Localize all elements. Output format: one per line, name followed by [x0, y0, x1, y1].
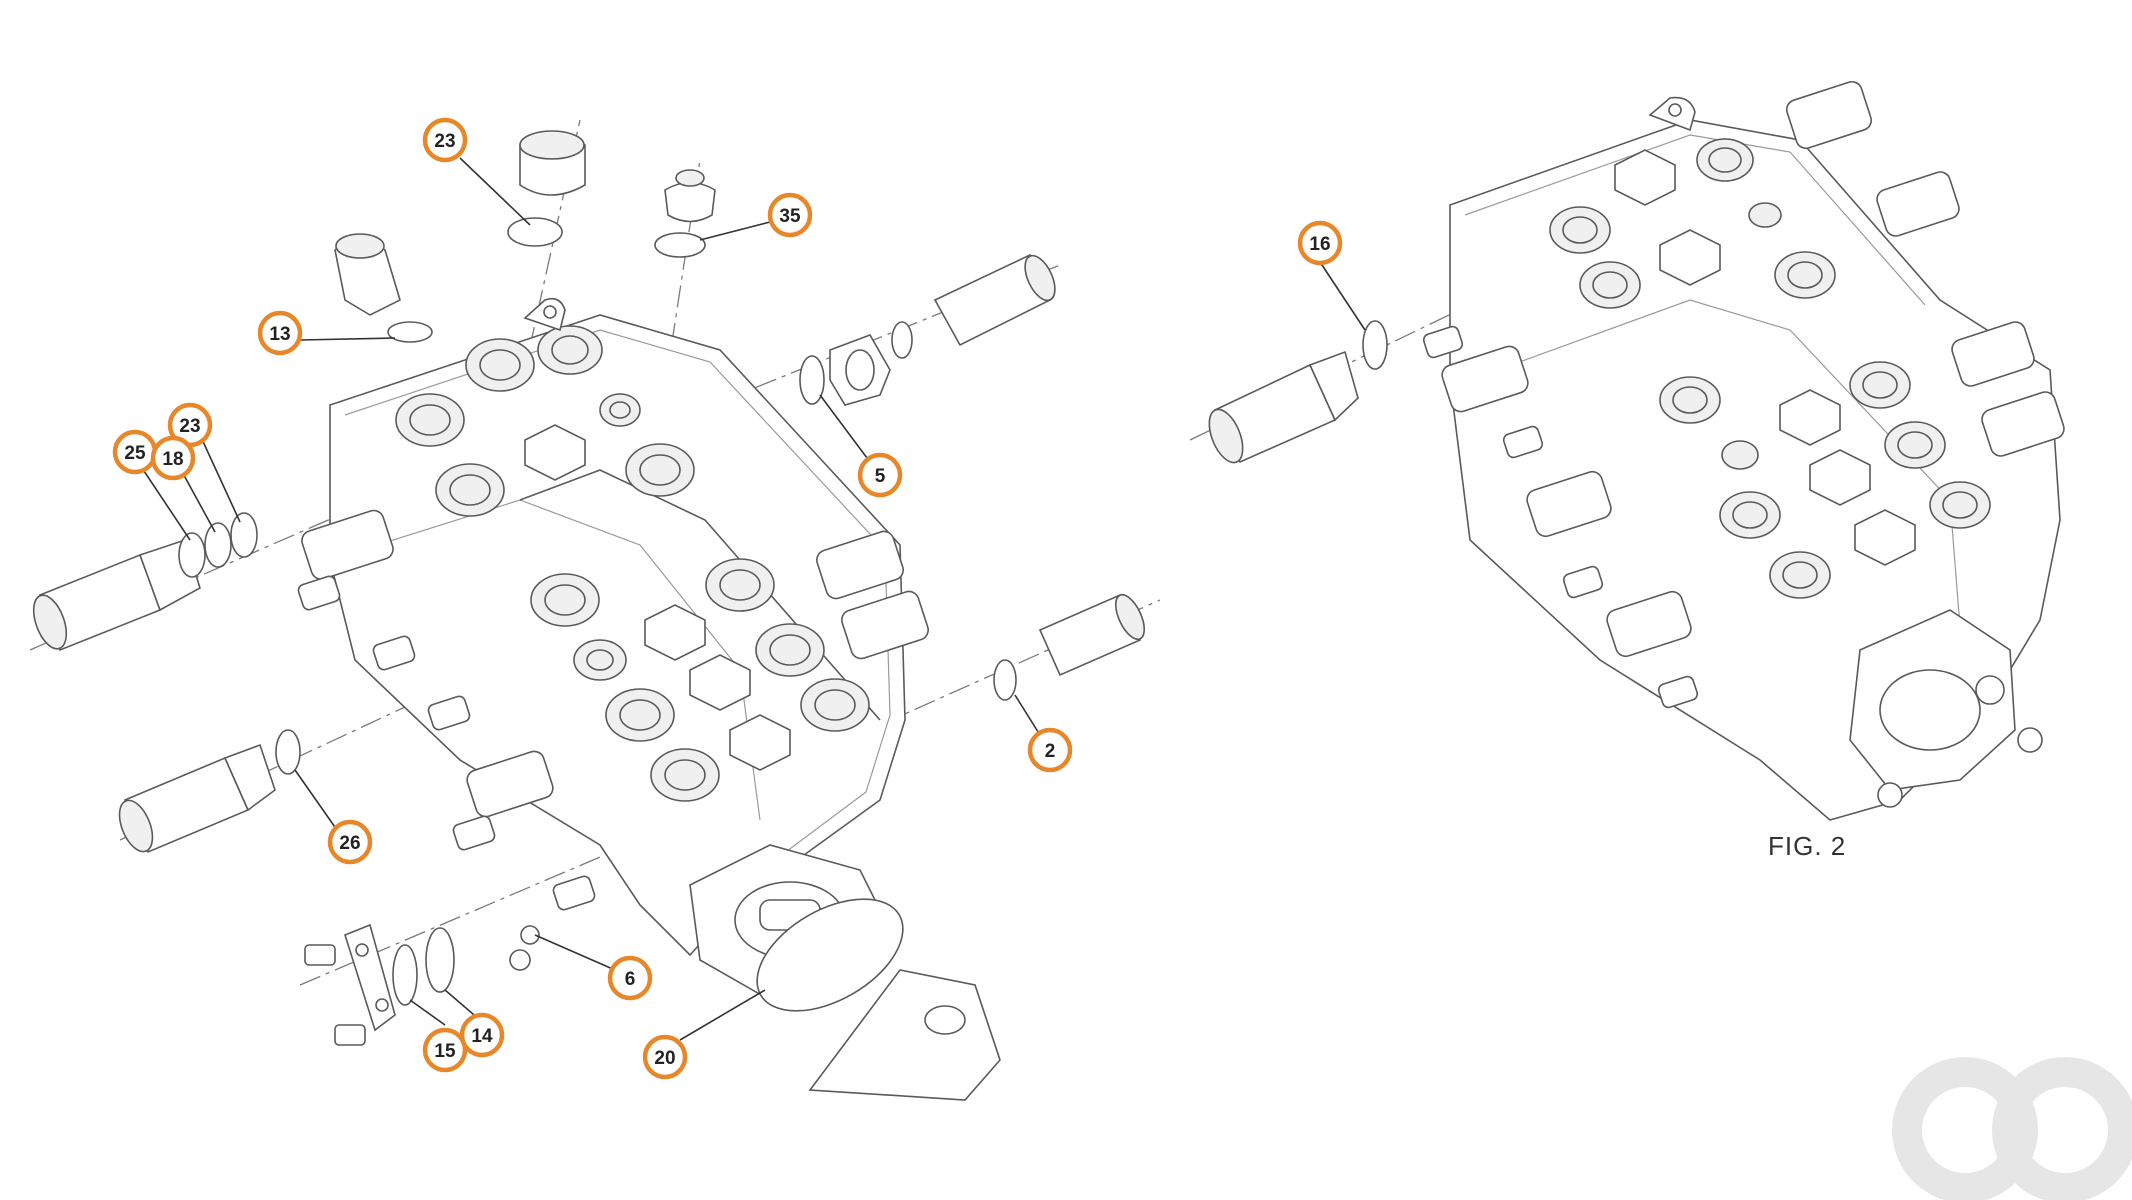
callout-ring: [857, 452, 903, 498]
callout-ring: [1297, 220, 1343, 266]
callout-ring: [607, 955, 653, 1001]
callout-35[interactable]: 35: [767, 192, 813, 238]
o-ring-5b: [891, 321, 913, 359]
callout-20[interactable]: 20: [642, 1034, 688, 1080]
callout-25-left[interactable]: 25: [112, 429, 158, 475]
callout-15[interactable]: 15: [422, 1027, 468, 1073]
callout-number: 35: [779, 206, 801, 227]
fig2-valve-body: [1422, 80, 2065, 821]
fig2-label: FIG. 2: [1768, 831, 1846, 861]
callout-14[interactable]: 14: [459, 1012, 505, 1058]
nut-5: [829, 334, 891, 406]
fig1-spool-ends: [297, 509, 929, 911]
callout-ring: [422, 1027, 468, 1073]
callout-2[interactable]: 2: [1027, 727, 1073, 773]
bolt-b: [334, 1024, 366, 1046]
fig1-lower-ports: [530, 558, 870, 802]
callout-16[interactable]: 16: [1297, 220, 1343, 266]
o-ring-2: [993, 659, 1017, 701]
gasket-15: [392, 944, 418, 1006]
callout-ring: [459, 1012, 505, 1058]
cartridge-16: [1208, 350, 1359, 464]
cartridge-2: [1038, 593, 1146, 677]
fig1-exploded-parts: [32, 130, 1146, 1101]
fig1-callouts: 23 35 13 23 25 18: [112, 117, 1073, 1080]
cover-plate: [344, 923, 396, 1032]
callout-23-top[interactable]: 23: [422, 117, 468, 163]
o-ring-18: [204, 522, 232, 568]
fig1-assembly: 23 35 13 23 25 18: [29, 117, 1161, 1101]
callout-ring: [150, 435, 196, 481]
o-ring-23-left: [230, 512, 258, 558]
callout-18[interactable]: 18: [150, 435, 196, 481]
o-ring-13: [387, 321, 433, 343]
callout-number: 26: [339, 833, 360, 854]
cap-small: [664, 169, 716, 223]
callout-number: 6: [625, 969, 636, 990]
callout-number: 25: [124, 443, 146, 464]
callout-number: 13: [269, 324, 290, 345]
o-ring-20: [756, 898, 904, 1012]
nut-6b: [509, 949, 531, 971]
lower-fitting: [808, 969, 1001, 1101]
fig2-leader-16: [1319, 261, 1366, 331]
callout-ring: [327, 819, 373, 865]
callout-number: 14: [471, 1026, 493, 1047]
logo-circle-left: [1892, 1057, 2038, 1200]
callout-number: 23: [434, 131, 455, 152]
callout-number: 5: [875, 466, 886, 487]
o-ring-23-top: [507, 217, 563, 247]
cartridge-26: [118, 743, 276, 854]
callout-ring: [422, 117, 468, 163]
callout-ring: [1027, 727, 1073, 773]
callout-number: 15: [434, 1041, 456, 1062]
solenoid-top-right: [933, 253, 1056, 347]
logo-circle-right: [1992, 1057, 2132, 1200]
callout-number: 2: [1045, 741, 1056, 762]
fig1-valve-body: [297, 297, 929, 1001]
callout-6[interactable]: 6: [607, 955, 653, 1001]
callout-number: 16: [1309, 234, 1330, 255]
o-ring-5: [799, 355, 825, 405]
o-ring-35: [654, 232, 706, 258]
o-ring-26: [275, 729, 301, 775]
callout-ring: [257, 310, 303, 356]
callout-26[interactable]: 26: [327, 819, 373, 865]
callout-number: 23: [179, 416, 200, 437]
o-ring-25-left: [178, 532, 206, 578]
callout-ring: [642, 1034, 688, 1080]
plug-13: [334, 233, 401, 316]
callout-13[interactable]: 13: [257, 310, 303, 356]
bolt-a: [304, 944, 336, 966]
fig1-upper-ports: [395, 325, 695, 517]
spring-14: [425, 927, 455, 993]
cap-top: [519, 130, 586, 196]
callout-ring: [767, 192, 813, 238]
callout-number: 20: [654, 1048, 675, 1069]
cartridge-left: [32, 538, 201, 652]
nut-6a: [520, 925, 540, 945]
callout-number: 18: [162, 449, 183, 470]
o-ring-16: [1362, 320, 1388, 370]
ao-logo-icon: [1892, 1057, 2132, 1200]
callout-5[interactable]: 5: [857, 452, 903, 498]
fig2-assembly: 16 FIG. 2: [1189, 80, 2065, 861]
